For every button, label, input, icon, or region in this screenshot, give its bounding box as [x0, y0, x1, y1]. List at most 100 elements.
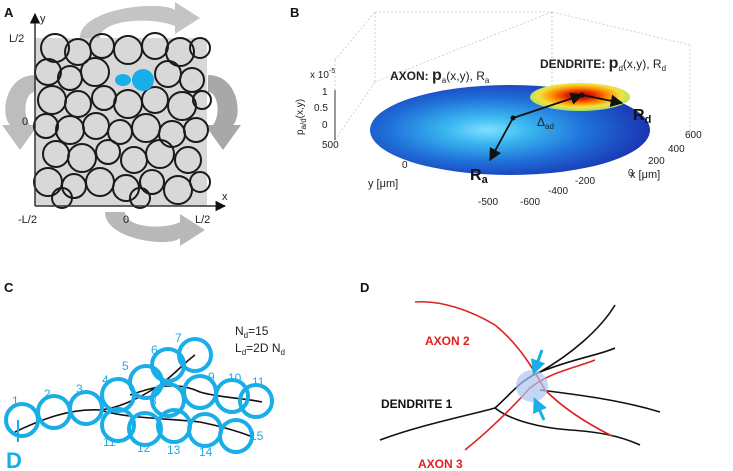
axon-2-label: AXON 2 — [425, 334, 470, 348]
a-y-axis-label: y — [40, 13, 46, 25]
segment-circle — [177, 337, 213, 373]
neuron-circles — [33, 32, 212, 209]
periodic-boundary-arrows — [2, 2, 241, 246]
segment-number: 8 — [150, 394, 157, 408]
highlight-axon — [115, 74, 131, 86]
segment-number: 3 — [76, 382, 83, 396]
highlight-dendrite — [132, 69, 154, 91]
x-tick-neg400: -400 — [548, 186, 568, 197]
neuron-circle — [129, 187, 151, 209]
neuron-circle — [80, 57, 110, 87]
panel-b-label: B — [290, 5, 299, 20]
neuron-circle — [67, 143, 97, 173]
a-tick-y-mid: 0 — [22, 116, 28, 128]
segment-number: 10 — [228, 371, 242, 385]
dendrite-d-branch3 — [539, 389, 661, 413]
d-label: D — [6, 448, 22, 471]
axon-label: AXON: pa(x,y), Ra — [390, 67, 490, 85]
segment-circle — [68, 390, 104, 426]
a-tick-x-right: L/2 — [195, 214, 210, 226]
left-arrow-icon — [2, 75, 38, 150]
contact-arrow-bottom — [533, 397, 547, 421]
rd-vector — [581, 94, 624, 107]
b-y-axis-label: y [μm] — [368, 178, 398, 190]
segment-circle — [128, 364, 164, 400]
top-arrow-icon — [80, 2, 200, 38]
segment-circle — [238, 383, 274, 419]
segment-number: 11 — [103, 435, 116, 449]
dendrite-1-label: DENDRITE 1 — [381, 397, 453, 411]
z-axis-label: pa/d(x,y) — [295, 99, 308, 135]
x-tick-neg200: -200 — [575, 176, 595, 187]
dendrite-path-c3 — [99, 409, 251, 437]
axon-center-dot — [510, 115, 516, 121]
z-tick-1: 1 — [322, 87, 328, 98]
segment-circle — [36, 394, 72, 430]
axon-3-label: AXON 3 — [418, 457, 463, 471]
segment-circle — [214, 378, 250, 414]
panel-a: A y x L/2 0 -L/2 0 L/2 — [2, 2, 241, 246]
neuron-circle — [189, 171, 211, 193]
segment-number: 5 — [122, 359, 129, 373]
neuron-circle — [165, 37, 195, 67]
segment-circles — [4, 337, 274, 454]
ld-text: Ld=2D Nd — [235, 341, 285, 357]
neuron-circle — [163, 175, 193, 205]
highlighted-neuron — [115, 69, 154, 91]
segment-number: 7 — [175, 331, 182, 345]
neuron-circle — [189, 37, 211, 59]
panel-c-label: C — [4, 280, 14, 295]
neuron-circle — [33, 113, 59, 139]
a-tick-x-mid: 0 — [123, 214, 129, 226]
z-tick-05: 0.5 — [314, 103, 328, 114]
segment-number: 12 — [137, 441, 151, 455]
delta-vector — [512, 92, 584, 119]
a-tick-y-top: L/2 — [9, 33, 24, 45]
a-tick-x-left: -L/2 — [18, 214, 37, 226]
neuron-circle — [141, 86, 169, 114]
ra-label: Ra — [470, 167, 489, 186]
right-arrow-icon — [205, 75, 241, 150]
dendrite-path-c2 — [129, 385, 263, 403]
segment-circle — [218, 418, 254, 454]
x-tick-600: 600 — [685, 130, 702, 141]
dendrite-center-dot — [579, 92, 585, 98]
z-tick-0: 0 — [322, 120, 328, 131]
dendrite-path-c1 — [14, 354, 196, 433]
segment-circle — [127, 411, 163, 447]
segment-number: 1 — [12, 394, 19, 408]
delta-label: Δad — [537, 115, 554, 131]
dendrite-d-branch1 — [539, 304, 616, 373]
panel-d-label: D — [360, 280, 369, 295]
neuron-circle — [183, 117, 209, 143]
segment-number: 14 — [199, 445, 213, 459]
neuron-circle — [51, 187, 73, 209]
y-tick-0: 0 — [402, 160, 408, 171]
neuron-circle — [174, 146, 202, 174]
a-x-axis-label: x — [222, 191, 228, 203]
segment-circle — [100, 407, 136, 443]
neuron-circle — [64, 90, 92, 118]
rd-label: Rd — [633, 107, 651, 126]
segment-number: 15 — [250, 429, 264, 443]
b-x-axis-label: x [μm] — [630, 169, 660, 181]
contact-arrow-top — [531, 349, 546, 375]
contact-region — [516, 370, 548, 402]
segment-number: 4 — [102, 373, 109, 387]
y-tick-neg500: -500 — [478, 197, 498, 208]
axon-2-path — [414, 300, 613, 437]
dendrite-d-branch2 — [494, 407, 641, 446]
dendrite-d-main — [379, 347, 616, 441]
bottom-arrow-icon — [105, 212, 205, 246]
dendrite-label: DENDRITE: pd(x,y), Rd — [540, 55, 666, 73]
neuron-circle — [179, 67, 205, 93]
y-tick-500: 500 — [322, 140, 339, 151]
neuron-circle — [95, 139, 121, 165]
neuron-circle — [192, 90, 212, 110]
z-scale: x 10-5 — [310, 68, 335, 81]
segment-number: 13 — [167, 443, 181, 457]
x-tick-0: 0 — [628, 168, 634, 179]
